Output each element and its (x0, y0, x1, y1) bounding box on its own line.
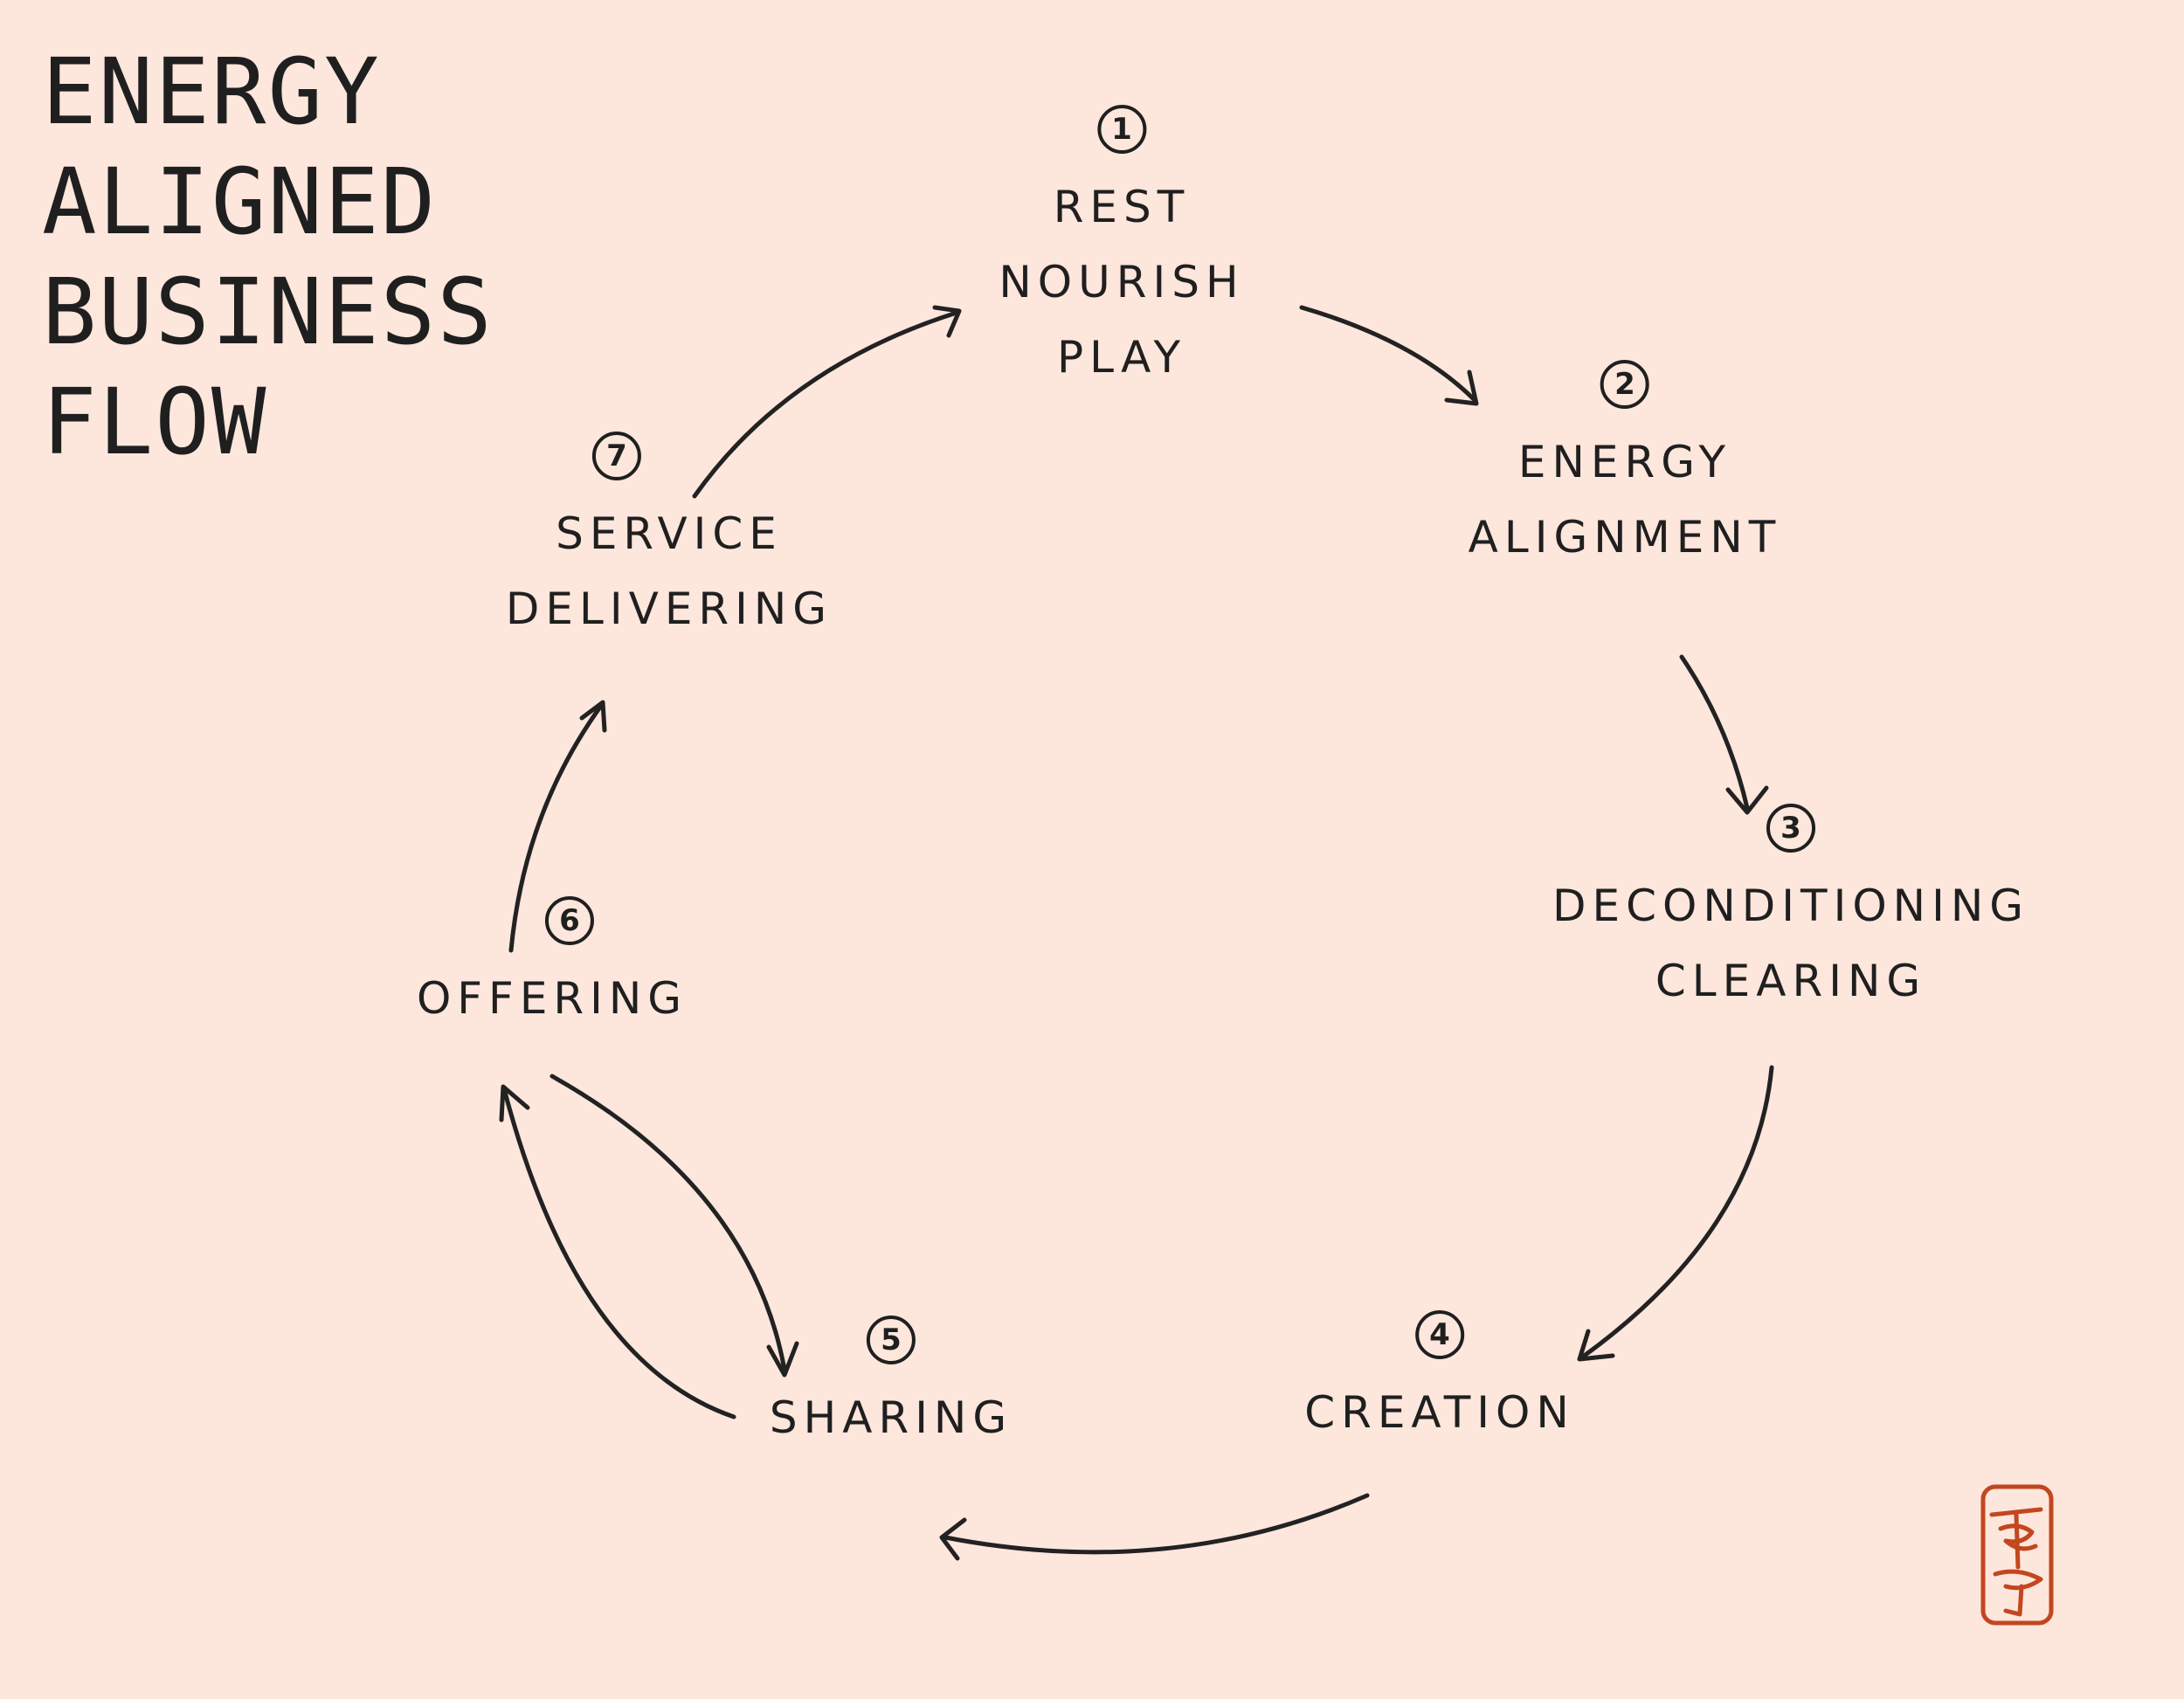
step-label-line: SERVICE (556, 508, 783, 559)
step-label-line: CREATION (1304, 1387, 1575, 1438)
title-line: FLOW (42, 369, 268, 475)
step-1-rest-nourish-play: 1 REST NOURISH PLAY (999, 105, 1244, 395)
step-label-line: CLEARING (1655, 956, 1927, 1006)
title-line: ENERGY (42, 38, 381, 145)
step-label-line: NOURISH (999, 257, 1245, 307)
arrow-2-to-3 (1679, 654, 1769, 815)
step-4-creation: 4 CREATION (1304, 1310, 1575, 1450)
arrow-6-to-7 (508, 700, 607, 953)
step-6-offering: 6 OFFERING (417, 896, 688, 1036)
arrow-7-to-1 (692, 305, 962, 499)
arrow-3-to-4 (1577, 1065, 1774, 1362)
step-label-line: SHARING (769, 1392, 1013, 1443)
step-2-energy-alignment: 2 ENERGY ALIGNMENT (1469, 360, 1782, 575)
seal-stamp-icon (1980, 1484, 2054, 1626)
step-number-badge: 2 (1600, 360, 1649, 409)
arrow-6-to-5 (549, 1074, 799, 1378)
step-label-line: REST (1053, 182, 1191, 232)
diagram-title: ENERGY ALIGNED BUSINESS FLOW (42, 37, 494, 477)
step-5-sharing: 5 SHARING (770, 1316, 1013, 1455)
step-number-badge: 3 (1766, 804, 1815, 853)
title-line: ALIGNED (42, 148, 438, 255)
step-label-line: DELIVERING (505, 584, 833, 634)
step-number-badge: 1 (1097, 105, 1146, 154)
step-label-line: DECONDITIONING (1552, 881, 2029, 931)
arrow-5-to-6 (499, 1084, 736, 1419)
step-number-badge: 7 (591, 432, 641, 480)
step-number-badge: 6 (544, 896, 594, 945)
step-label-line: OFFERING (416, 973, 688, 1024)
step-number-badge: 4 (1415, 1310, 1464, 1359)
step-number-badge: 5 (867, 1316, 916, 1364)
step-label-line: PLAY (1056, 332, 1187, 383)
arrow-1-to-2 (1299, 305, 1479, 406)
arrow-4-to-5 (939, 1493, 1370, 1561)
title-line: BUSINESS (42, 259, 494, 365)
step-label-line: ALIGNMENT (1468, 512, 1782, 563)
step-7-service-delivering: 7 SERVICE DELIVERING (506, 432, 833, 646)
step-3-deconditioning-clearing: 3 DECONDITIONING CLEARING (1552, 804, 2029, 1019)
step-label-line: ENERGY (1517, 437, 1732, 487)
